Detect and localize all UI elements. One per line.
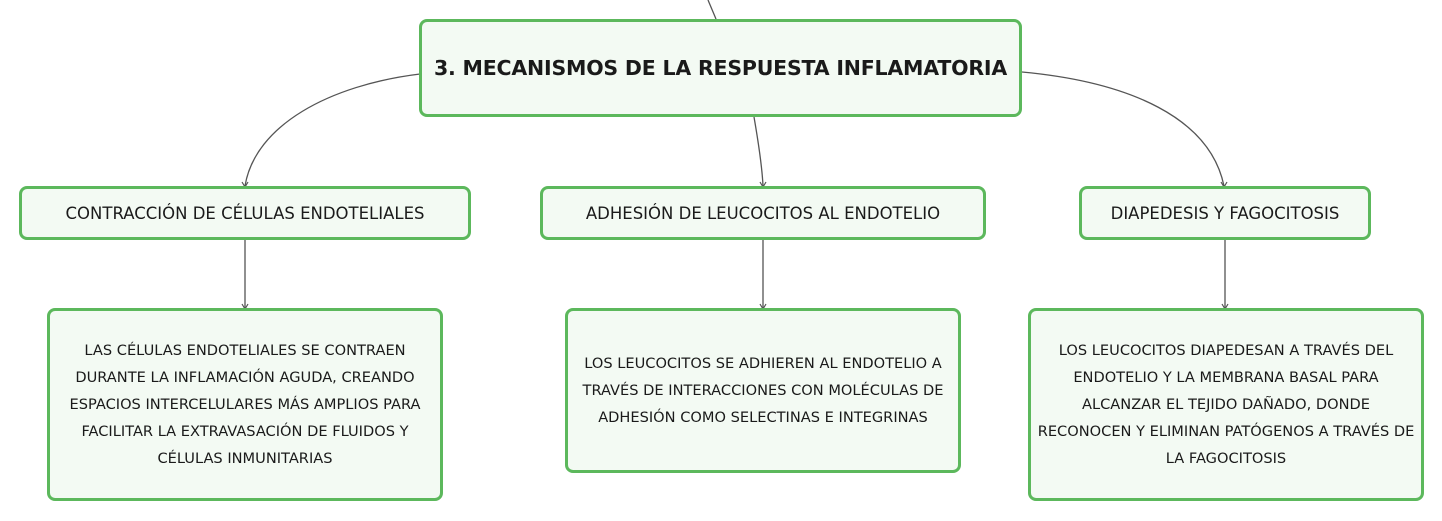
detail-text-contraccion: LAS CÉLULAS ENDOTELIALES SE CONTRAEN DUR… [69, 342, 421, 467]
detail-node-adhesion[interactable]: LOS LEUCOCITOS SE ADHIEREN AL ENDOTELIO … [565, 308, 961, 473]
root-topic-node[interactable]: 3. MECANISMOS DE LA RESPUESTA INFLAMATOR… [419, 19, 1022, 117]
topic-label-contraccion: CONTRACCIÓN DE CÉLULAS ENDOTELIALES [65, 203, 425, 223]
detail-node-contraccion[interactable]: LAS CÉLULAS ENDOTELIALES SE CONTRAEN DUR… [47, 308, 443, 501]
topic-node-contraccion[interactable]: CONTRACCIÓN DE CÉLULAS ENDOTELIALES [19, 186, 471, 240]
detail-node-diapedesis[interactable]: LOS LEUCOCITOS DIAPEDESAN A TRAVÉS DEL E… [1028, 308, 1424, 501]
topic-node-adhesion[interactable]: ADHESIÓN DE LEUCOCITOS AL ENDOTELIO [540, 186, 986, 240]
connector-root-to-topic-1 [244, 73, 421, 187]
detail-text-adhesion: LOS LEUCOCITOS SE ADHIEREN AL ENDOTELIO … [582, 355, 944, 426]
root-topic-label: 3. MECANISMOS DE LA RESPUESTA INFLAMATOR… [433, 56, 1008, 80]
connector-parent-to-root [707, 0, 717, 20]
topic-label-diapedesis: DIAPEDESIS Y FAGOCITOSIS [1110, 203, 1340, 223]
connector-root-to-topic-3 [1021, 71, 1225, 187]
topic-label-adhesion: ADHESIÓN DE LEUCOCITOS AL ENDOTELIO [585, 203, 941, 223]
detail-text-diapedesis: LOS LEUCOCITOS DIAPEDESAN A TRAVÉS DEL E… [1037, 342, 1415, 467]
topic-node-diapedesis[interactable]: DIAPEDESIS Y FAGOCITOSIS [1079, 186, 1371, 240]
connector-root-to-topic-2 [753, 116, 764, 187]
